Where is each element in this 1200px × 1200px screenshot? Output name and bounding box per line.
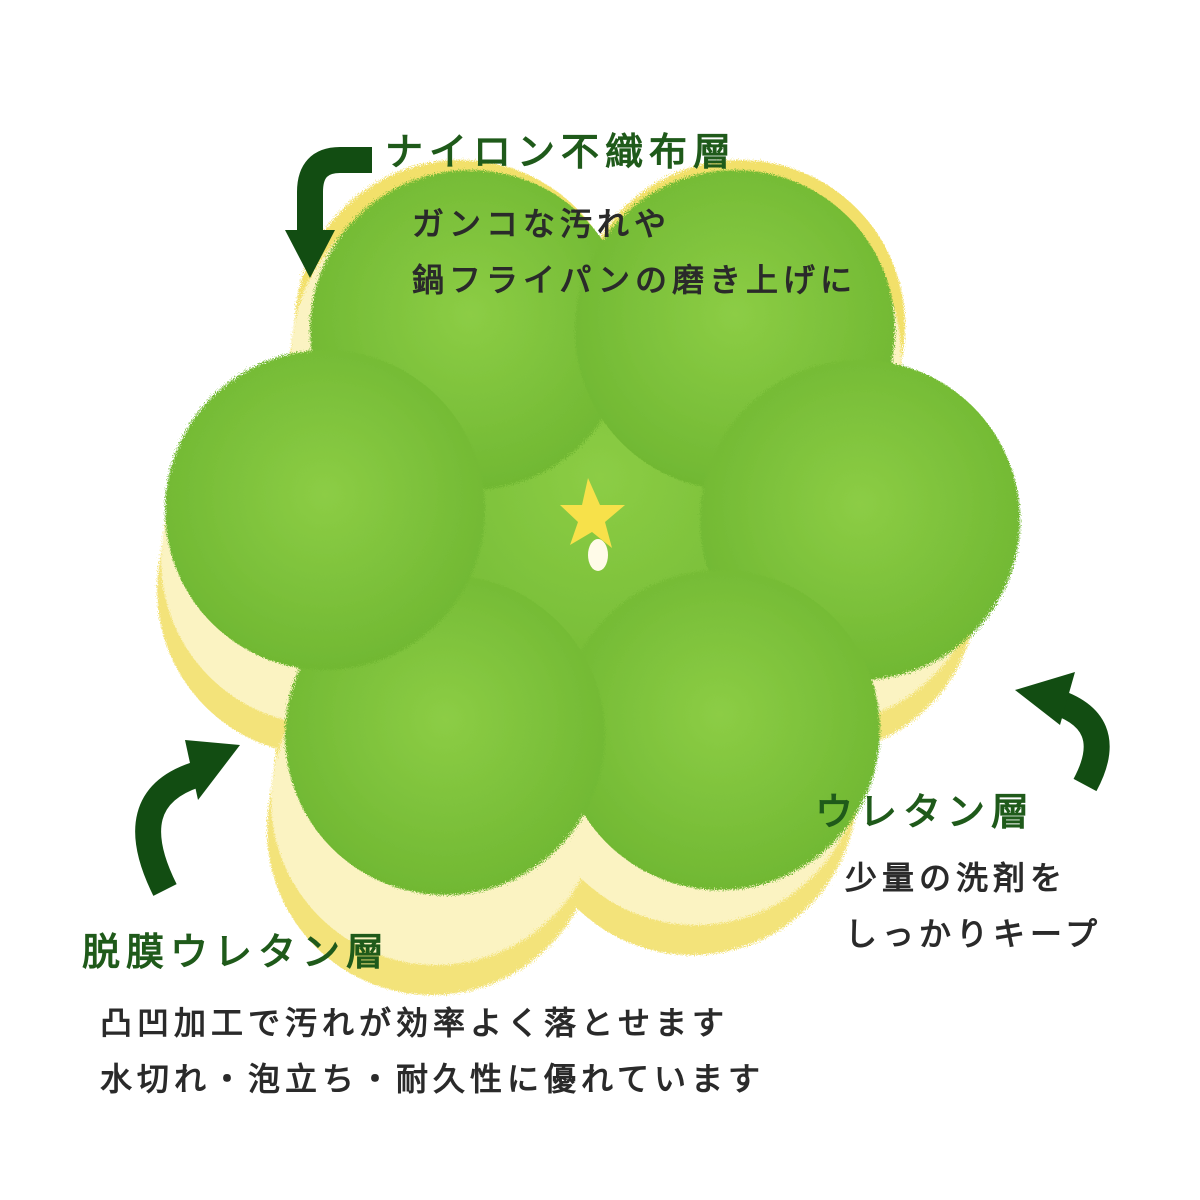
film-urethane-layer-title: 脱膜ウレタン層 xyxy=(82,930,391,974)
nylon-desc-line-2: 鍋フライパンの磨き上げに xyxy=(412,261,857,299)
nylon-layer-description: ガンコな汚れや 鍋フライパンの磨き上げに xyxy=(412,196,857,308)
urethane-layer-description: 少量の洗剤を しっかりキープ xyxy=(845,850,1102,962)
urethane-layer-title: ウレタン層 xyxy=(815,790,1036,834)
center-hole xyxy=(560,478,625,571)
urethane-desc-line-1: 少量の洗剤を xyxy=(845,859,1068,897)
film-urethane-desc-line-2: 水切れ・泡立ち・耐久性に優れています xyxy=(100,1060,766,1098)
arrow-up-right-icon xyxy=(135,740,240,896)
arrow-down-icon xyxy=(285,147,372,278)
arrow-up-left-icon xyxy=(1015,672,1110,792)
urethane-desc-line-2: しっかりキープ xyxy=(845,915,1103,953)
nylon-desc-line-1: ガンコな汚れや xyxy=(412,205,672,243)
film-urethane-layer-description: 凸凹加工で汚れが効率よく落とせます 水切れ・泡立ち・耐久性に優れています xyxy=(100,995,765,1107)
nylon-layer-title: ナイロン不織布層 xyxy=(385,130,738,174)
nylon-layer-shape xyxy=(165,170,1020,895)
film-urethane-desc-line-1: 凸凹加工で汚れが効率よく落とせます xyxy=(100,1004,730,1042)
